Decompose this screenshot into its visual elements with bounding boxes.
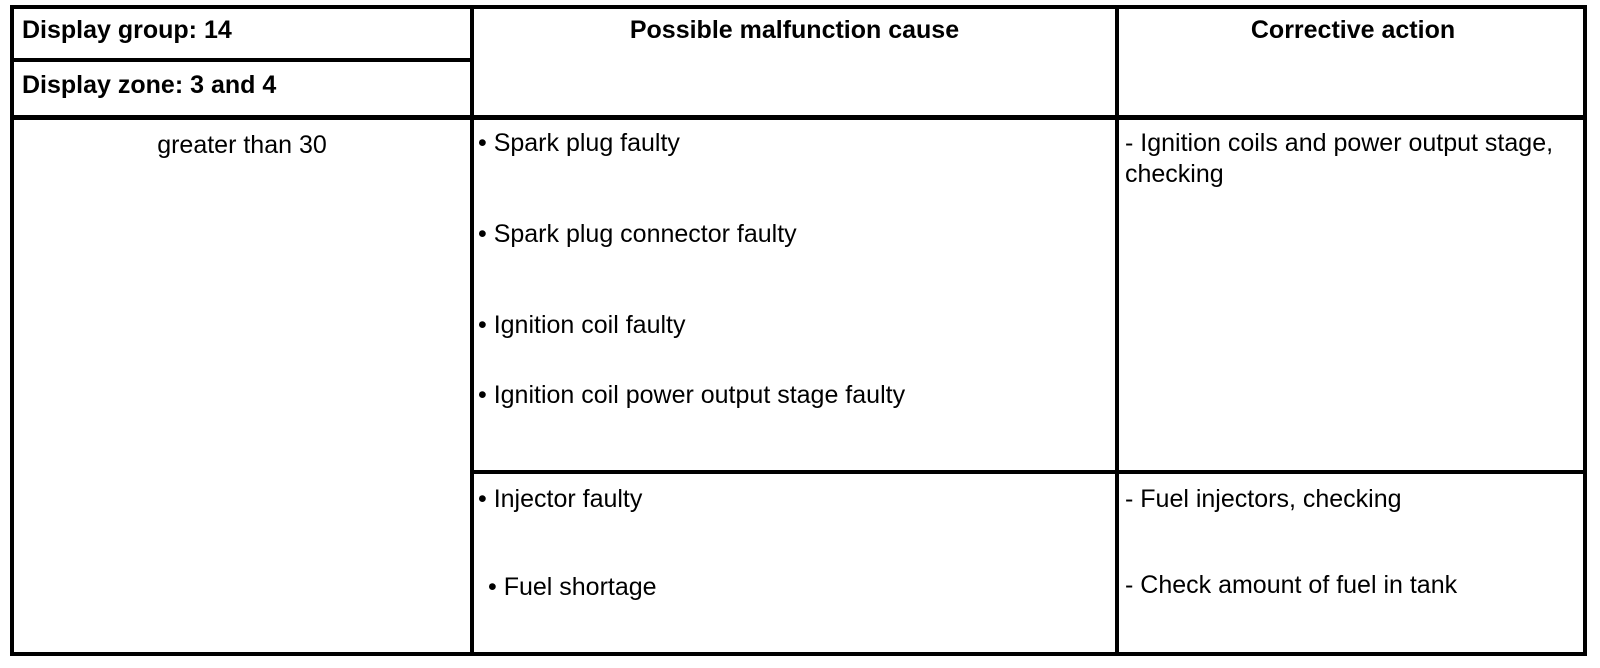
list-item: • Injector faulty — [478, 485, 643, 513]
list-item: • Spark plug faulty — [478, 129, 680, 157]
header-display-zone: Display zone: 3 and 4 — [14, 62, 470, 115]
cell-actions-group-1: - Ignition coils and power output stage,… — [1119, 120, 1587, 470]
header-body-divider — [14, 115, 1583, 120]
list-item: - Check amount of fuel in tank — [1125, 571, 1458, 599]
diagnostic-table: Display group: 14 Display zone: 3 and 4 … — [10, 5, 1587, 656]
cell-threshold: greater than 30 — [14, 120, 470, 656]
list-item: • Ignition coil faulty — [478, 311, 686, 339]
column-divider-2 — [1115, 9, 1119, 652]
group-row-divider — [470, 470, 1583, 474]
cell-causes-group-2: • Injector faulty • Fuel shortage — [474, 474, 1115, 656]
action-column-label: Corrective action — [1250, 16, 1456, 44]
header-corrective-action: Corrective action — [1119, 9, 1587, 115]
cause-column-label: Possible malfunction cause — [629, 16, 960, 44]
header-cell-divider — [14, 58, 470, 62]
column-divider-1 — [470, 9, 474, 652]
header-display-group: Display group: 14 — [14, 9, 470, 58]
list-item: - Fuel injectors, checking — [1125, 485, 1402, 513]
threshold-value: greater than 30 — [157, 131, 327, 159]
cell-actions-group-2: - Fuel injectors, checking - Check amoun… — [1119, 474, 1587, 656]
display-group-label: Display group: 14 — [22, 16, 232, 44]
list-item: • Ignition coil power output stage fault… — [478, 381, 906, 409]
list-item: • Fuel shortage — [488, 573, 657, 601]
list-item: • Spark plug connector faulty — [478, 220, 797, 248]
list-item: - Ignition coils and power output stage,… — [1125, 129, 1554, 188]
header-possible-malfunction-cause: Possible malfunction cause — [474, 9, 1115, 115]
cell-causes-group-1: • Spark plug faulty • Spark plug connect… — [474, 120, 1115, 470]
display-zone-label: Display zone: 3 and 4 — [22, 71, 277, 99]
